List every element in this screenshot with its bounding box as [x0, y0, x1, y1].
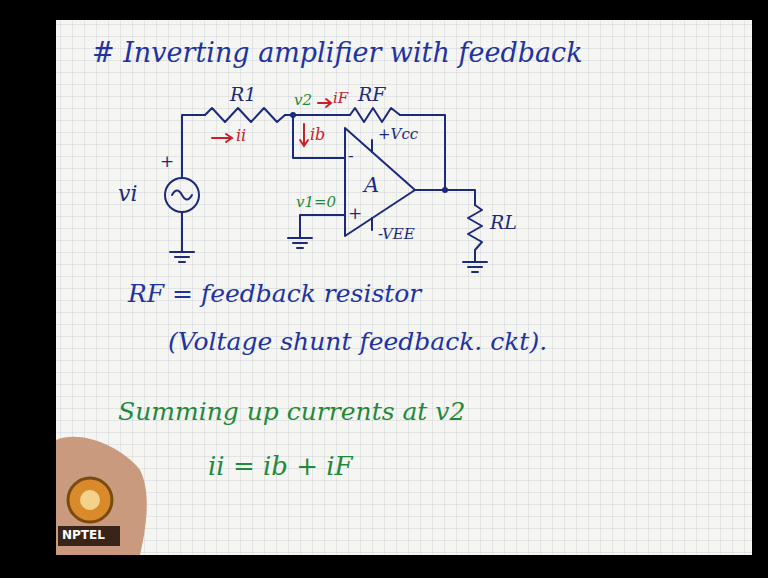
logo-center: [80, 490, 100, 510]
resistor-name: RF: [358, 84, 386, 105]
resistor-name: R1: [230, 84, 256, 105]
supply-label: +Vcc: [378, 126, 418, 143]
hand-shape: [56, 437, 147, 555]
polarity-sign: +: [160, 152, 174, 171]
amplifier-gain-label: A: [364, 174, 379, 197]
input-sign: +: [348, 204, 362, 223]
note-text: (Voltage shunt feedback. ckt).: [168, 328, 547, 356]
note-text: Summing up currents at v2: [118, 398, 465, 426]
inverting-input-wire: [293, 115, 345, 158]
ground-symbol: [463, 262, 487, 272]
junction-dot: [290, 112, 296, 118]
resistor-symbol: [350, 108, 400, 122]
grid-lines: [56, 20, 752, 555]
supply-label: -VEE: [378, 226, 415, 243]
current-arrow: [212, 134, 232, 142]
wire: [181, 212, 183, 252]
logo-gear: [68, 478, 112, 522]
logo-ground: [58, 526, 120, 546]
current-name: iF: [333, 90, 348, 107]
current-name: ib: [310, 126, 325, 144]
opamp-triangle-shape: [345, 128, 415, 236]
paper-sheet: [56, 20, 752, 555]
watermark-logo: NPTEL: [62, 529, 105, 542]
resistor-name: RL: [490, 212, 517, 233]
current-arrow: [318, 99, 331, 107]
junction-dot: [442, 187, 448, 193]
ground-symbol: [288, 238, 312, 248]
current-arrow: [300, 124, 308, 146]
source-name: vi: [118, 182, 137, 206]
node-voltage: v2: [294, 92, 312, 109]
ground-symbol: [170, 252, 194, 262]
current-name: ii: [236, 127, 246, 145]
input-sign: -: [348, 146, 354, 165]
source-circle: [165, 178, 199, 212]
noninverting-input-wire: [300, 215, 345, 238]
equation-text: ii = ib + iF: [208, 452, 353, 481]
input-wire: [182, 115, 205, 178]
resistor-symbol: [205, 108, 285, 122]
resistor-symbol: [468, 205, 482, 262]
note-text: RF = feedback resistor: [128, 280, 421, 308]
sine-symbol: [172, 191, 192, 200]
page-title: # Inverting amplifier with feedback: [92, 38, 583, 68]
node-voltage: v1=0: [296, 194, 336, 211]
